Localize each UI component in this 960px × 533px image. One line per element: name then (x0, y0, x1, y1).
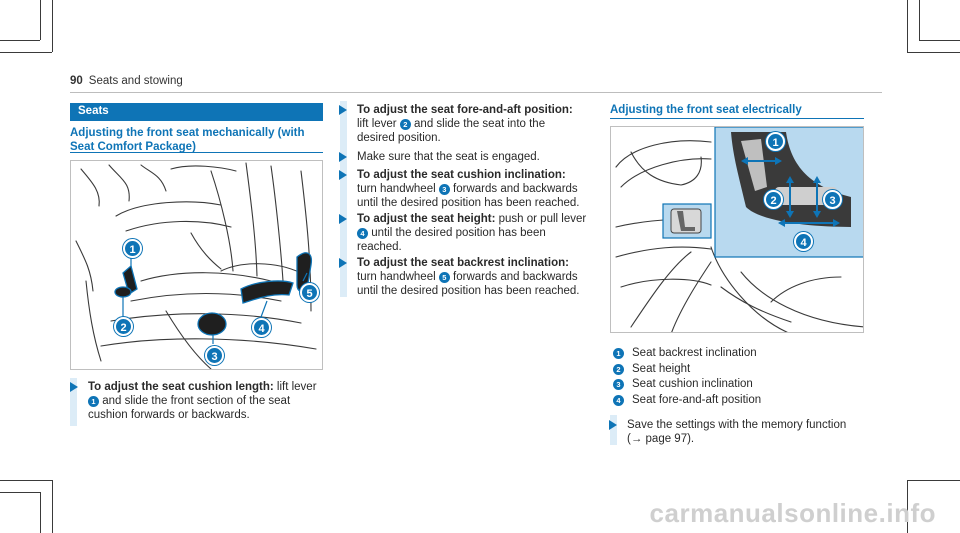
step-text: until the desired position has been (368, 227, 546, 239)
step-arrow-icon (339, 258, 347, 268)
step-engaged: Make sure that the seat is engaged. (339, 150, 607, 164)
watermark: carmanualsonline.info (649, 498, 936, 528)
crop-mark (919, 40, 960, 41)
step-text: Save the settings with the memory functi… (627, 419, 847, 431)
step-title: To adjust the seat height: (357, 213, 496, 225)
legend-badge: 3 (613, 379, 624, 390)
mechanical-seat-figure: 1 2 3 4 5 (70, 160, 323, 370)
subheading-electric: Adjusting the front seat electrically (610, 104, 802, 116)
crop-mark (907, 480, 908, 533)
crop-mark (52, 480, 53, 533)
legend-item: 3 Seat cushion inclination (613, 377, 761, 393)
crop-mark (0, 480, 52, 481)
page-number: 90 (70, 75, 83, 87)
callout-2: 2 (114, 317, 133, 336)
step-text: turn handwheel (357, 271, 439, 283)
step-arrow-icon (339, 105, 347, 115)
seat-illustration (75, 162, 317, 369)
door-panel-illustration (615, 127, 863, 332)
step-cushion-inclination: To adjust the seat cushion inclination: … (339, 168, 607, 210)
legend-label: Seat height (632, 362, 691, 375)
legend-label: Seat cushion inclination (632, 378, 753, 390)
step-arrow-icon (339, 152, 347, 162)
step-title: To adjust the seat cushion inclination: (357, 169, 566, 181)
step-seat-height: To adjust the seat height: push or pull … (339, 212, 607, 254)
step-memory-note: Save the settings with the memory functi… (609, 418, 877, 446)
step-backrest-inclination: To adjust the seat backrest inclination:… (339, 256, 607, 298)
step-text: until the desired position has been reac… (357, 285, 580, 297)
instruction-bar (610, 415, 617, 445)
page-reference-link[interactable]: (→ page 97). (627, 433, 695, 445)
crop-mark (907, 480, 960, 481)
legend-item: 1 Seat backrest inclination (613, 346, 761, 362)
crop-mark (919, 0, 920, 40)
crop-mark (0, 40, 40, 41)
step-badge: 2 (399, 119, 411, 130)
subheading-mechanical: Adjusting the front seat mechanically (w… (70, 126, 330, 154)
legend-label: Seat fore-and-aft position (632, 393, 762, 406)
crop-mark (52, 0, 53, 52)
instruction-bar (70, 378, 77, 426)
step-arrow-icon (339, 214, 347, 224)
callout-3: 3 (823, 190, 842, 209)
legend-badge: 2 (613, 363, 624, 375)
legend-item: 4 Seat fore-and-aft position (613, 393, 761, 409)
step-text: desired position. (357, 132, 441, 144)
step-text: forwards and backwards (449, 183, 578, 195)
step-text: push or pull lever (495, 213, 587, 225)
step-text: Make sure that the seat is engaged. (357, 151, 540, 163)
callout-3: 3 (205, 346, 224, 365)
legend-label: Seat backrest inclination (632, 347, 757, 359)
step-text: cushion forwards or backwards. (88, 409, 250, 421)
step-arrow-icon (609, 420, 617, 430)
callout-5: 5 (300, 283, 319, 302)
legend-badge: 4 (613, 394, 624, 406)
section-title-bar: Seats (70, 103, 323, 121)
crop-mark (40, 492, 41, 533)
legend-item: 2 Seat height (613, 362, 761, 378)
crop-mark (907, 52, 960, 53)
step-text: reached. (357, 241, 402, 253)
step-badge: 5 (438, 272, 450, 283)
step-text: forwards and backwards (449, 271, 578, 283)
subheading-line: Seat Comfort Package) (70, 141, 196, 153)
callout-4: 4 (252, 318, 271, 337)
step-cushion-length: To adjust the seat cushion length: lift … (70, 380, 333, 422)
step-badge: 1 (88, 396, 99, 407)
crop-mark (0, 492, 40, 493)
callout-4: 4 (794, 232, 813, 251)
callout-1: 1 (123, 239, 142, 258)
step-badge: 3 (438, 184, 450, 195)
header-rule (70, 92, 882, 93)
step-text: turn handwheel (357, 183, 439, 195)
crop-mark (40, 0, 41, 40)
running-header: 90 Seats and stowing (70, 75, 183, 87)
step-text: and slide the front section of the seat (99, 395, 291, 407)
subheading-line: Adjusting the front seat mechanically (w… (70, 127, 305, 139)
step-arrow-icon (339, 170, 347, 180)
step-text: until the desired position has been reac… (357, 197, 580, 209)
crop-mark (0, 52, 52, 53)
step-title: To adjust the seat fore-and-aft position… (357, 104, 573, 116)
step-text: and slide the seat into the (410, 118, 546, 130)
crop-mark (907, 0, 908, 52)
step-arrow-icon (70, 382, 78, 392)
step-fore-aft: To adjust the seat fore-and-aft position… (339, 103, 607, 145)
electric-seat-figure: 1 2 3 4 (610, 126, 864, 333)
callout-2: 2 (764, 190, 783, 209)
step-badge: 4 (357, 228, 368, 239)
callout-1: 1 (766, 132, 785, 151)
step-title: To adjust the seat cushion length: (88, 381, 274, 393)
legend-badge: 1 (613, 348, 624, 359)
instruction-bar (340, 101, 347, 297)
subheading-rule (610, 118, 864, 119)
subheading-rule (70, 152, 323, 153)
step-title: To adjust the seat backrest inclination: (357, 257, 569, 269)
chapter-title: Seats and stowing (88, 75, 183, 87)
step-text: lift lever (357, 118, 400, 130)
step-text: lift lever (273, 381, 317, 393)
